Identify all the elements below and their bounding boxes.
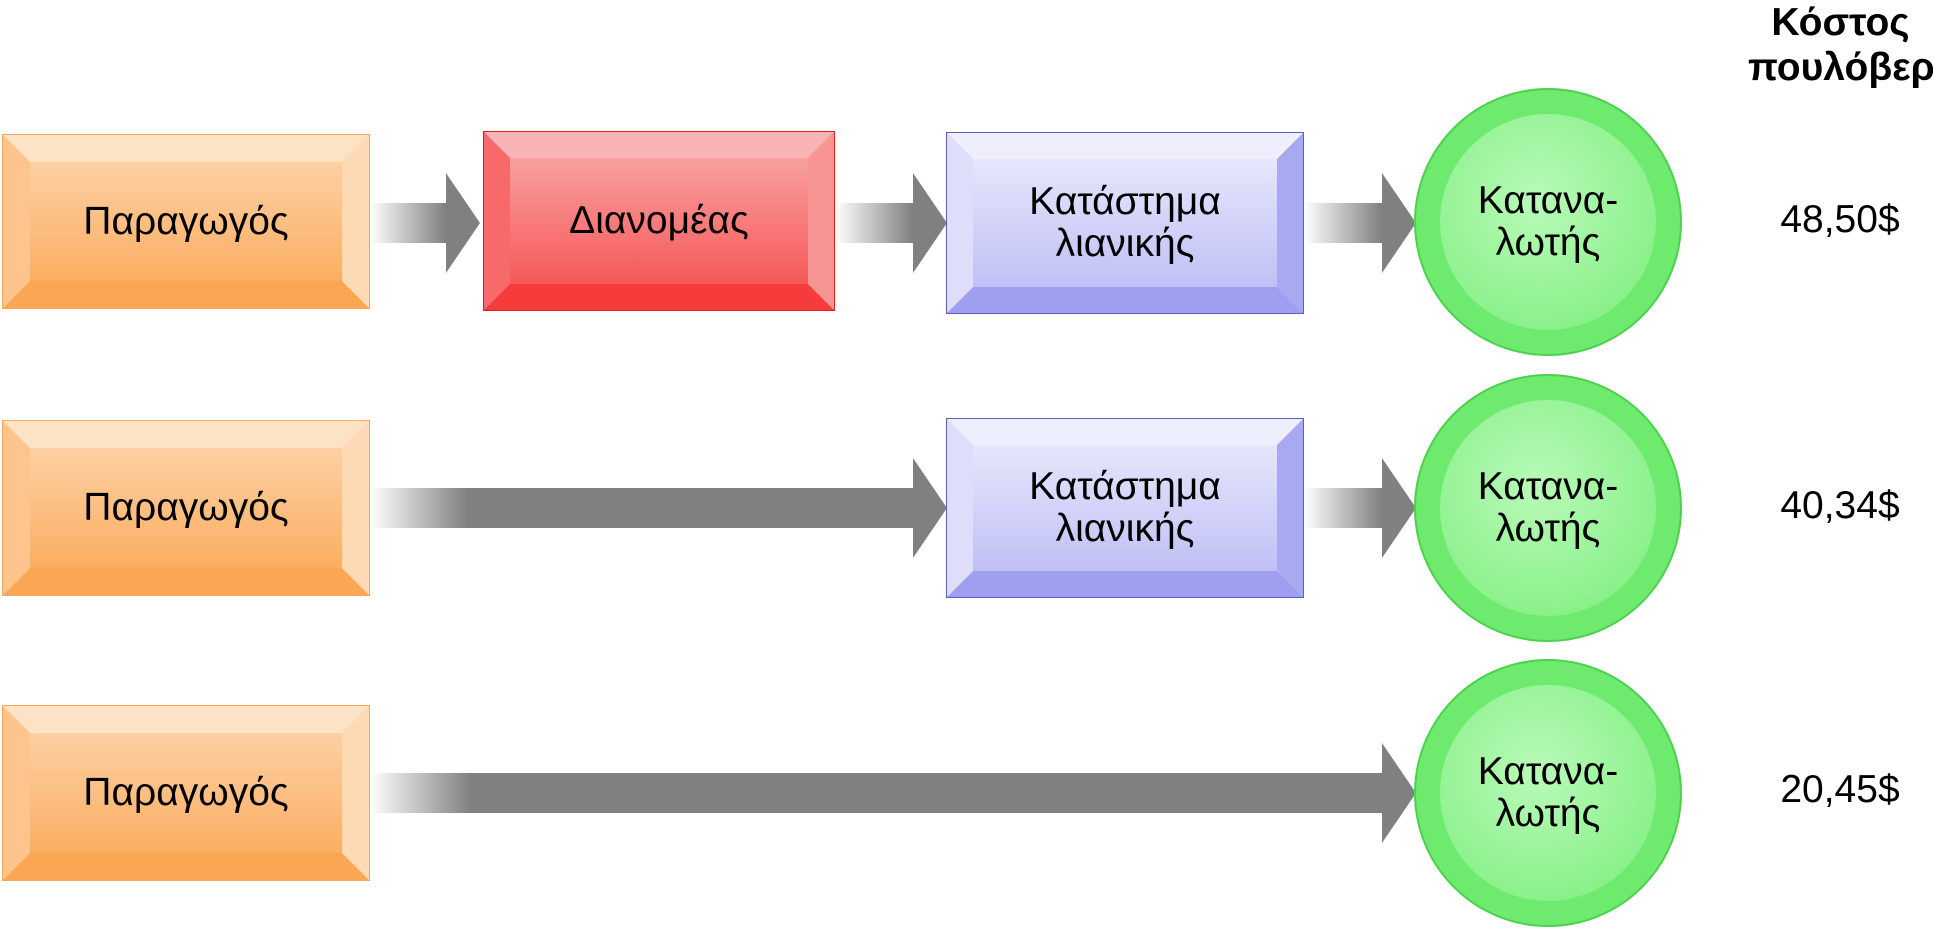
cost-header: Κόστος πουλόβερ: [1748, 0, 1933, 90]
producer-box-row3: [2, 705, 370, 881]
consumer-circle-row1: [1414, 88, 1682, 356]
price-row3: 20,45$: [1780, 768, 1900, 811]
arrow-row2-a: [370, 458, 947, 558]
producer-box-row2: [2, 420, 370, 596]
arrow-row2-b: [1304, 458, 1416, 558]
cost-header-line1: Κόστος: [1771, 1, 1910, 44]
cost-header-line2: πουλόβερ: [1748, 46, 1933, 89]
consumer-circle-row2: [1414, 374, 1682, 642]
producer-box-row1: [2, 134, 370, 309]
price-row2: 40,34$: [1780, 484, 1900, 527]
arrow-row1-c: [1304, 173, 1416, 273]
retail-box-row2: [946, 418, 1304, 598]
price-row1: 48,50$: [1780, 198, 1900, 241]
arrow-row1-a: [370, 173, 480, 273]
arrow-row1-b: [835, 173, 947, 273]
consumer-circle-row3: [1414, 659, 1682, 927]
distributor-box: [483, 131, 835, 311]
arrow-row3: [370, 743, 1416, 843]
retail-box-row1: [946, 132, 1304, 314]
